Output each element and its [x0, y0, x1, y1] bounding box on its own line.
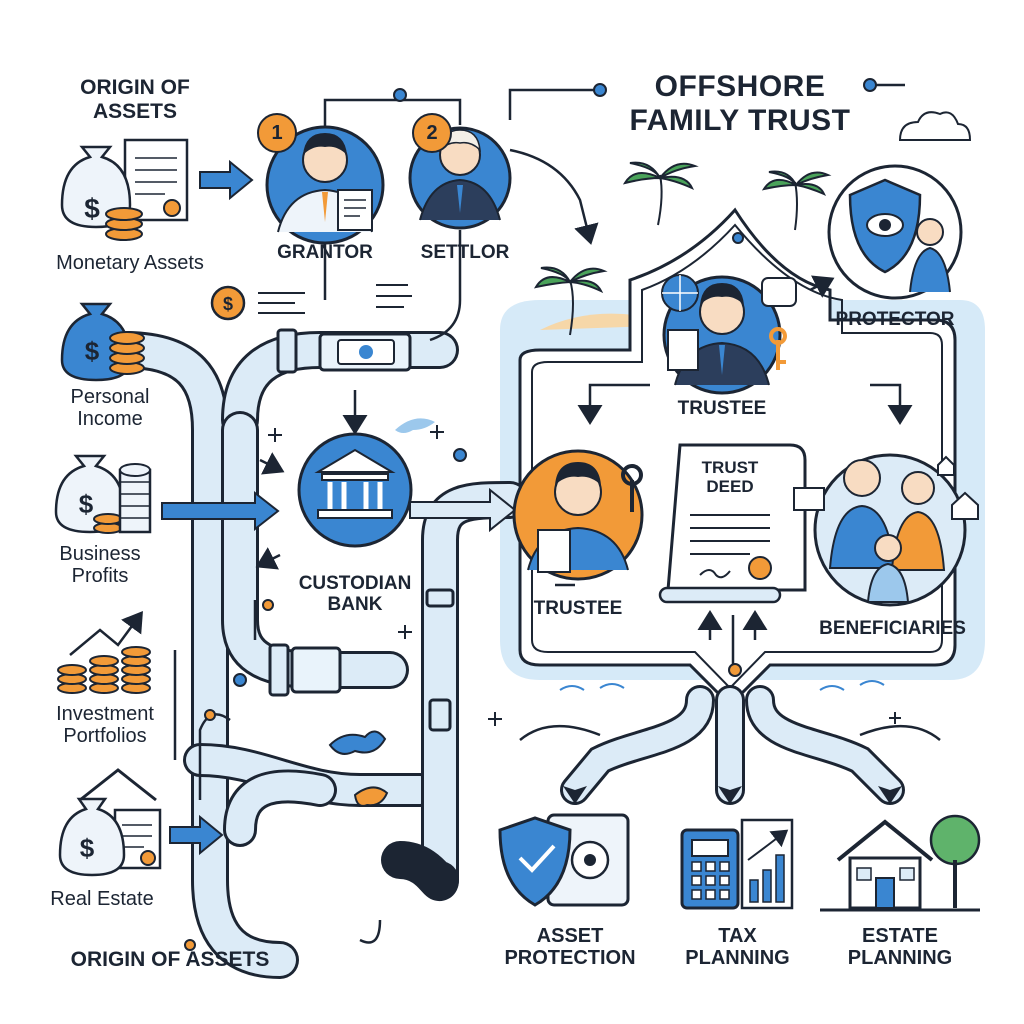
source-line-2: Portfolios — [63, 725, 147, 748]
growth-coins-icon — [57, 610, 151, 694]
deed-line-1: TRUST — [701, 458, 759, 477]
money-bag-coin-stack-icon: $ — [54, 454, 152, 534]
coin-icon: $ — [210, 284, 412, 321]
beneficiaries-label: BENEFICIARIES — [819, 618, 966, 639]
svg-text:$: $ — [85, 336, 100, 366]
page-title: OFFSHORE FAMILY TRUST — [590, 70, 890, 137]
svg-text:$: $ — [223, 294, 233, 314]
source-line-1: Business — [59, 543, 141, 565]
source-line-2: Income — [77, 408, 143, 431]
bank-line-1: CUSTODIAN — [298, 573, 412, 594]
outcome-line-1: ASSET — [536, 925, 604, 947]
trustee-left-label: TRUSTEE — [533, 598, 623, 619]
money-bag-coins-icon: $ — [60, 302, 145, 382]
sources-heading: ORIGIN OF ASSETS — [45, 76, 225, 123]
bank-icon — [297, 432, 413, 548]
sources-heading-line-1: ORIGIN OF — [80, 76, 190, 99]
outcome-asset-protection: ASSET PROTECTION — [480, 925, 660, 970]
source-line-1: Personal — [70, 386, 150, 408]
palm-tree-icon — [533, 161, 832, 336]
step-badge-2: 2 — [412, 113, 452, 153]
source-arrows — [161, 159, 517, 856]
svg-text:$: $ — [84, 193, 100, 224]
dots — [184, 78, 877, 951]
trustee-top-portrait — [661, 274, 797, 395]
house-tree-icon — [820, 814, 981, 912]
water-splash-icon — [328, 418, 435, 807]
grantor-label: GRANTOR — [277, 242, 373, 263]
trust-deed-scroll — [658, 443, 807, 604]
source-label-business-profits: Business Profits — [10, 543, 190, 588]
sparkle-icon — [268, 425, 901, 726]
title-line-2: FAMILY TRUST — [629, 103, 851, 137]
beneficiaries-portrait — [793, 453, 979, 607]
step-badge-1: 1 — [257, 113, 297, 153]
deed-line-2: DEED — [706, 477, 754, 497]
sources-footer: ORIGIN OF ASSETS — [70, 948, 270, 971]
house-deed-icon: $ — [58, 768, 162, 877]
source-label-monetary-assets: Monetary Assets — [20, 252, 240, 274]
outcome-estate-planning: ESTATE PLANNING — [825, 925, 975, 970]
settlor-label: SETTLOR — [420, 242, 510, 263]
title-line-1: OFFSHORE — [654, 70, 826, 103]
outcome-line-2: PLANNING — [847, 947, 953, 970]
grantor-portrait — [265, 125, 385, 245]
source-label-real-estate: Real Estate — [22, 888, 182, 910]
source-label-investment-portfolios: Investment Portfolios — [15, 703, 195, 748]
sources-heading-line-2: ASSETS — [92, 99, 178, 123]
source-label-personal-income: Personal Income — [20, 386, 200, 431]
settlor-portrait — [408, 126, 512, 230]
money-bag-document-icon: $ — [60, 138, 189, 241]
outcome-line-2: PLANNING — [685, 947, 790, 970]
source-line-1: Real Estate — [50, 888, 154, 910]
trust-deed-label: TRUST DEED — [685, 458, 775, 496]
svg-text:$: $ — [80, 833, 95, 863]
cloud-icon — [898, 111, 972, 141]
svg-text:$: $ — [79, 489, 94, 519]
trustee-top-label: TRUSTEE — [677, 398, 767, 419]
source-line-2: Profits — [71, 565, 129, 588]
outcome-tax-planning: TAX PLANNING — [665, 925, 810, 970]
outcome-line-1: TAX — [718, 925, 757, 947]
source-line-1: Monetary Assets — [56, 252, 204, 274]
outflow-arrowheads — [563, 786, 902, 804]
outcome-line-2: PROTECTION — [504, 947, 636, 970]
outcome-line-1: ESTATE — [862, 925, 938, 947]
shield-safe-icon — [498, 813, 630, 907]
calculator-chart-icon — [680, 818, 794, 910]
trustee-left-portrait — [512, 449, 644, 581]
bank-line-2: BANK — [327, 594, 383, 616]
source-line-1: Investment — [56, 703, 154, 725]
custodian-bank-label: CUSTODIAN BANK — [280, 573, 430, 616]
protector-label: PROTECTOR — [835, 309, 955, 330]
protector-portrait — [827, 164, 963, 300]
